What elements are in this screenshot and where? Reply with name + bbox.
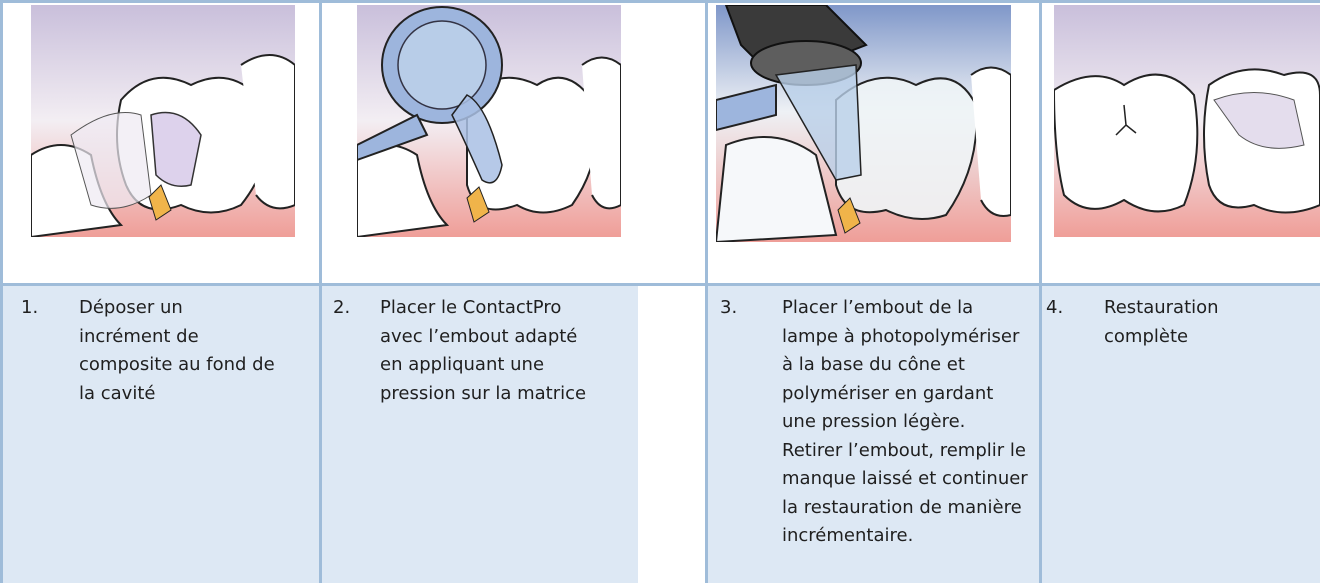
step2-illustration — [357, 5, 621, 237]
step1-illustration — [31, 5, 295, 237]
step2-text: Placer le ContactPro avec l’embout adapt… — [380, 294, 630, 408]
divider — [1039, 0, 1042, 583]
step3-number: 3. — [720, 294, 737, 322]
step4-text: Restauration complète — [1104, 294, 1314, 351]
step4-illustration — [1054, 5, 1320, 237]
step3-text: Placer l’embout de la lampe à photopolym… — [782, 294, 1037, 551]
step1-text: Déposer un incrément de composite au fon… — [79, 294, 309, 408]
step4-number: 4. — [1046, 294, 1063, 322]
divider — [0, 283, 1320, 286]
step2-number: 2. — [333, 294, 350, 322]
step1-number: 1. — [21, 294, 38, 322]
step3-illustration — [716, 5, 1011, 242]
divider — [319, 0, 322, 583]
divider — [705, 0, 708, 583]
